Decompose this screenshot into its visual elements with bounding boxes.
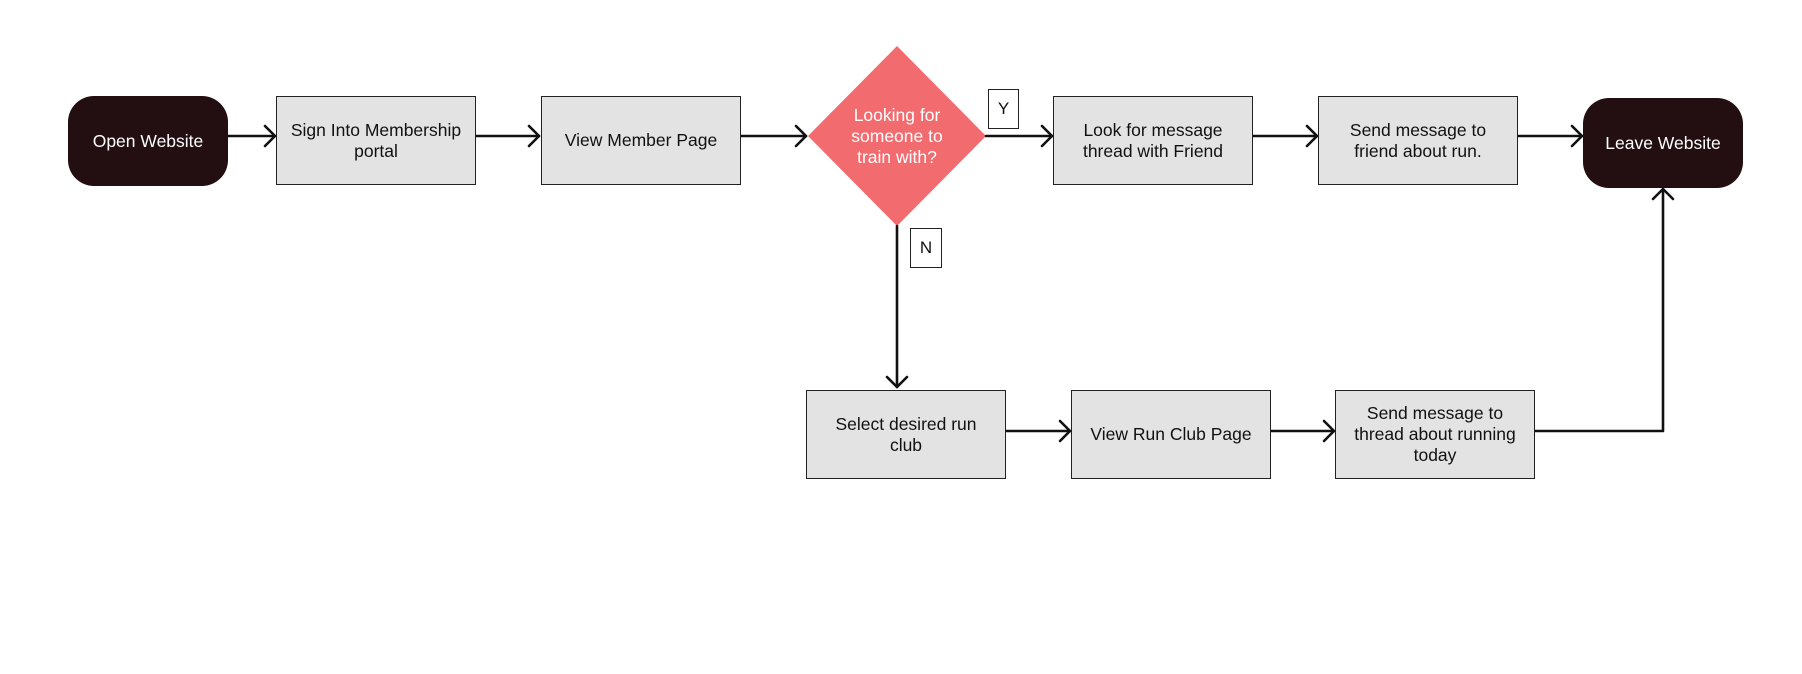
arrowhead-decision [794,124,808,148]
edge-label-no-text: N [919,238,933,257]
edge-label-no: N [910,228,942,268]
process-send-message-thread-label: Send message to thread about running tod… [1354,403,1516,465]
process-view-run-club-page: View Run Club Page [1071,390,1271,479]
process-look-for-thread-label: Look for message thread with Friend [1082,119,1224,161]
arrowhead-signin [263,124,277,148]
edge-label-yes: Y [988,89,1019,129]
process-send-message-friend: Send message to friend about run. [1318,96,1518,185]
arrowhead-clubpage [1058,419,1072,443]
process-view-member-page-label: View Member Page [564,130,718,150]
arrowhead-thread-message [1322,419,1336,443]
process-sign-into-portal-label: Sign Into Membership portal [290,119,462,161]
start-node-label: Open Website [92,130,204,151]
edge-label-yes-text: Y [997,99,1010,118]
end-node-leave-website: Leave Website [1583,98,1743,188]
process-send-message-thread: Send message to thread about running tod… [1335,390,1535,479]
arrowhead-friend [1305,124,1319,148]
process-view-member-page: View Member Page [541,96,741,185]
arrowhead-member [527,124,541,148]
process-view-run-club-page-label: View Run Club Page [1090,424,1252,444]
connector-thread-to-leave [1532,187,1665,433]
end-node-label: Leave Website [1605,132,1721,153]
process-select-run-club-label: Select desired run club [835,413,977,455]
process-send-message-friend-label: Send message to friend about run. [1349,119,1487,161]
arrowhead-run-club [885,375,909,389]
decision-text: Looking for someone to train with? [851,104,943,167]
decision-diamond [808,46,986,226]
start-node-open-website: Open Website [68,96,228,186]
arrowhead-look-thread [1040,124,1054,148]
arrowhead-leave-top [1570,124,1584,148]
process-sign-into-portal: Sign Into Membership portal [276,96,476,185]
decision-label: Looking for someone to train with? [838,96,956,176]
process-select-run-club: Select desired run club [806,390,1006,479]
arrowhead-leave-bottom [1651,187,1675,201]
process-look-for-thread: Look for message thread with Friend [1053,96,1253,185]
